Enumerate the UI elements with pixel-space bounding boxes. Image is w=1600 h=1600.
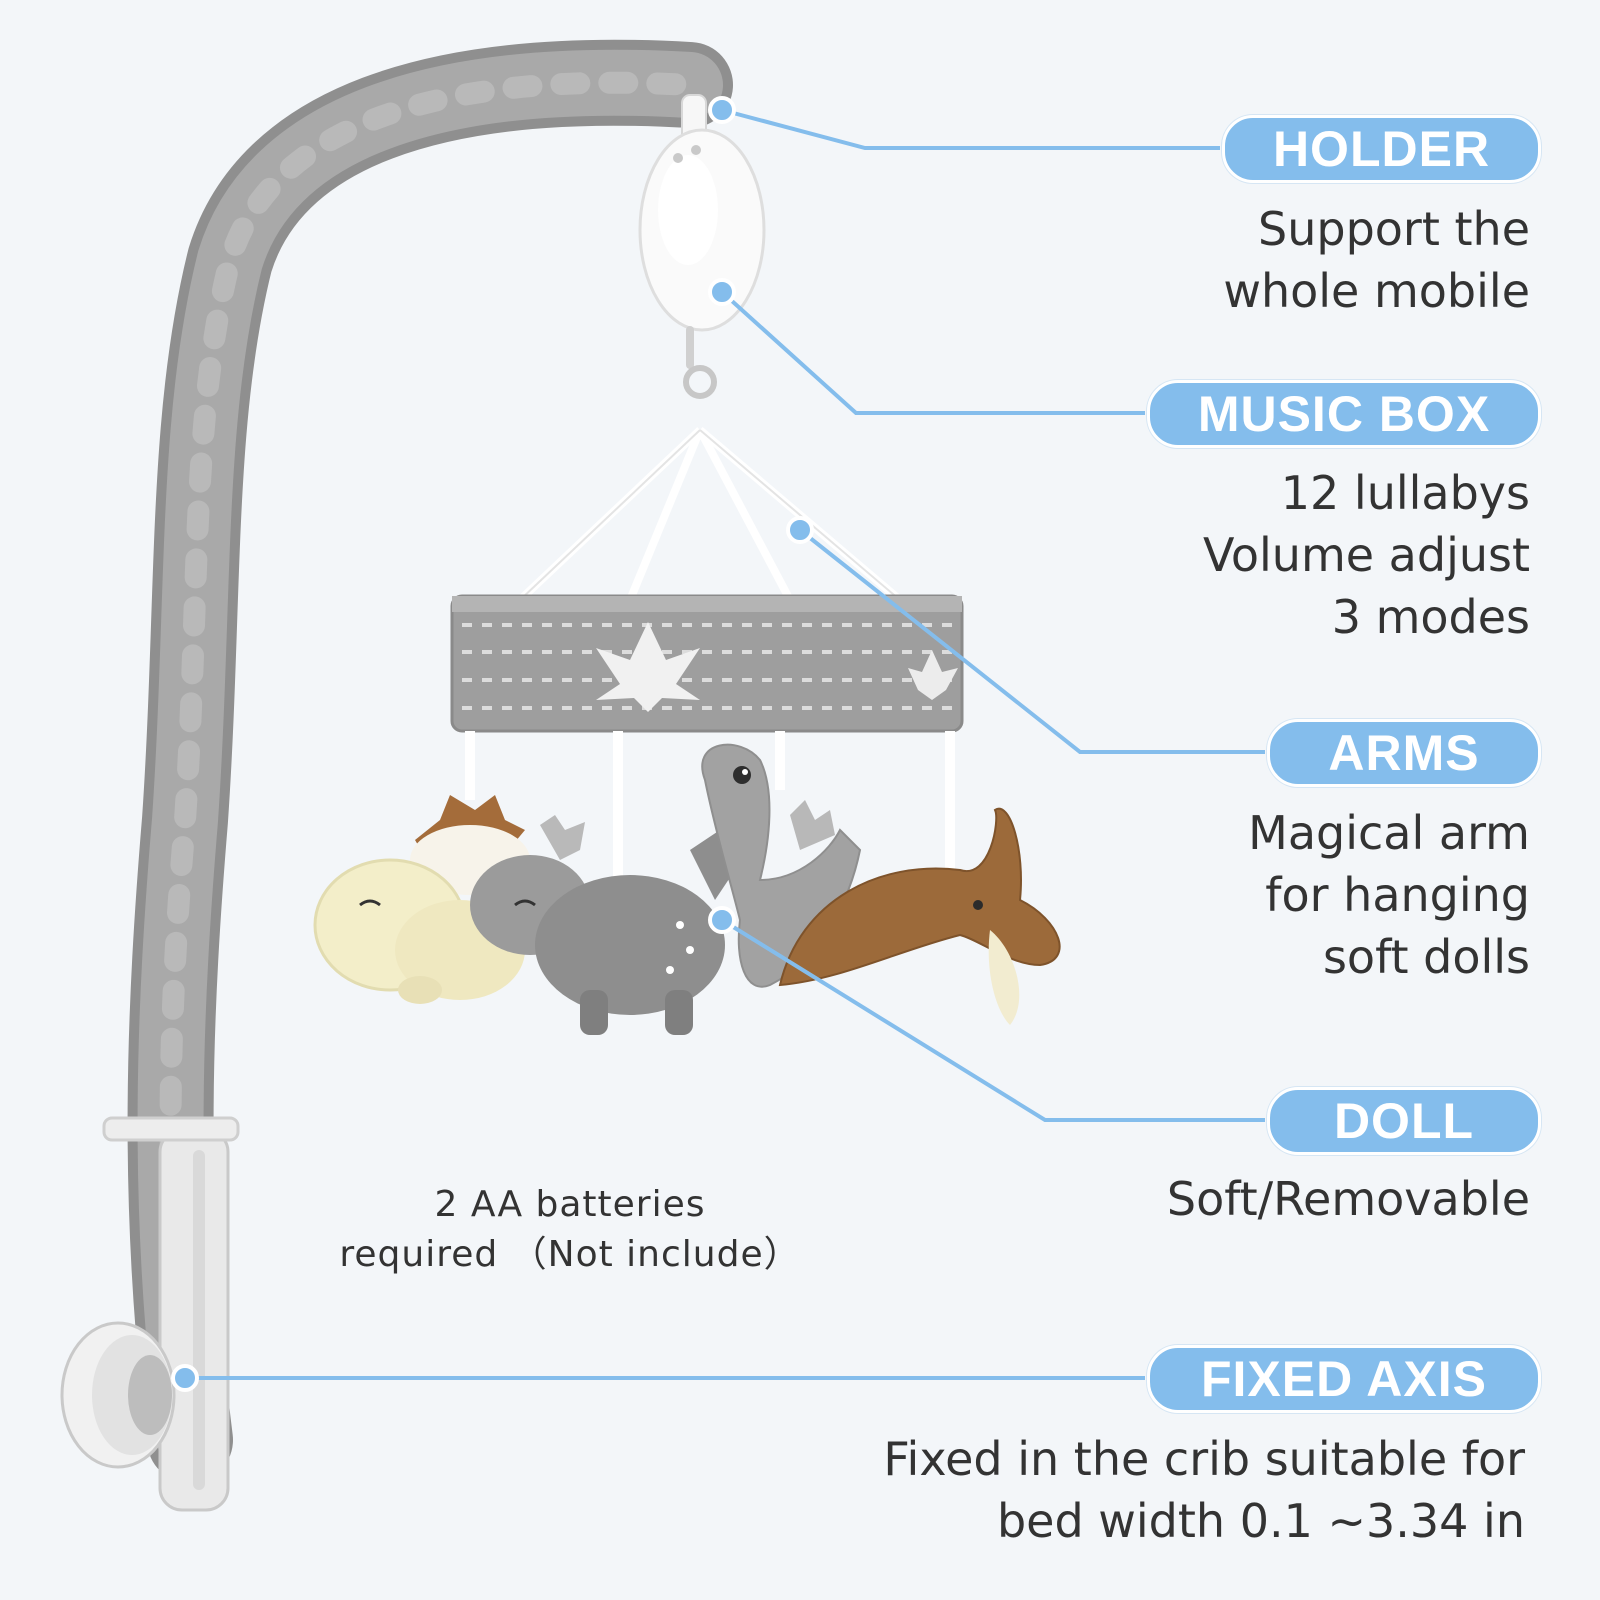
fixed-axis-description-line-2: bed width 0.1 ~3.34 in <box>996 1494 1525 1548</box>
doll-dot <box>708 906 736 934</box>
battery-note-line-1: 2 AA batteries <box>434 1184 706 1225</box>
arms-description-line-1: Magical arm <box>1248 806 1530 860</box>
music-box-description-line-2: Volume adjust <box>1202 528 1530 582</box>
arms-description: Magical arm for hanging soft dolls <box>1248 802 1530 988</box>
crib-arm-illustration <box>102 39 733 1512</box>
fixed-axis-dot <box>171 1364 199 1392</box>
doll-leader-line <box>720 918 1265 1122</box>
leader-lines <box>185 108 1265 1380</box>
doll-description-line-1: Soft/Removable <box>1166 1172 1530 1226</box>
music-box-dot <box>708 278 736 306</box>
holder-description: Support the whole mobile <box>1223 198 1530 322</box>
fixed-axis-description-line-1: Fixed in the crib suitable for <box>883 1432 1525 1486</box>
battery-note: 2 AA batteries required （Not include） <box>330 1180 810 1280</box>
arms-dot <box>786 516 814 544</box>
music-box-label-pill: MUSIC BOX <box>1147 380 1541 448</box>
music-box-illustration <box>638 94 766 399</box>
music-box-description-line-1: 12 lullabys <box>1280 466 1530 520</box>
dinosaur-plush-illustration <box>313 743 1061 1035</box>
arms-label-pill: ARMS <box>1267 719 1541 787</box>
battery-note-line-2: required （Not include） <box>339 1234 801 1275</box>
fixed-axis-description: Fixed in the crib suitable for bed width… <box>883 1428 1525 1552</box>
music-box-leader-line <box>720 290 1145 415</box>
fixed-axis-label-pill: FIXED AXIS <box>1147 1345 1541 1413</box>
music-box-description: 12 lullabys Volume adjust 3 modes <box>1203 462 1530 648</box>
holder-leader-line <box>721 108 1220 150</box>
holder-description-line-1: Support the <box>1258 202 1530 256</box>
holder-description-line-2: whole mobile <box>1223 264 1530 318</box>
arms-description-line-2: for hanging <box>1265 868 1530 922</box>
holder-dot <box>708 96 736 124</box>
arms-description-line-3: soft dolls <box>1322 930 1530 984</box>
doll-label-pill: DOLL <box>1267 1087 1541 1155</box>
music-box-description-line-3: 3 modes <box>1331 590 1530 644</box>
arms-leader-line <box>798 528 1265 754</box>
canopy-illustration <box>450 594 964 880</box>
doll-description: Soft/Removable <box>1167 1168 1530 1230</box>
crib-clamp-illustration <box>60 1321 176 1469</box>
holder-label-pill: HOLDER <box>1222 115 1541 183</box>
ribbon-strings-illustration <box>517 426 903 604</box>
leader-dots <box>171 96 814 1392</box>
